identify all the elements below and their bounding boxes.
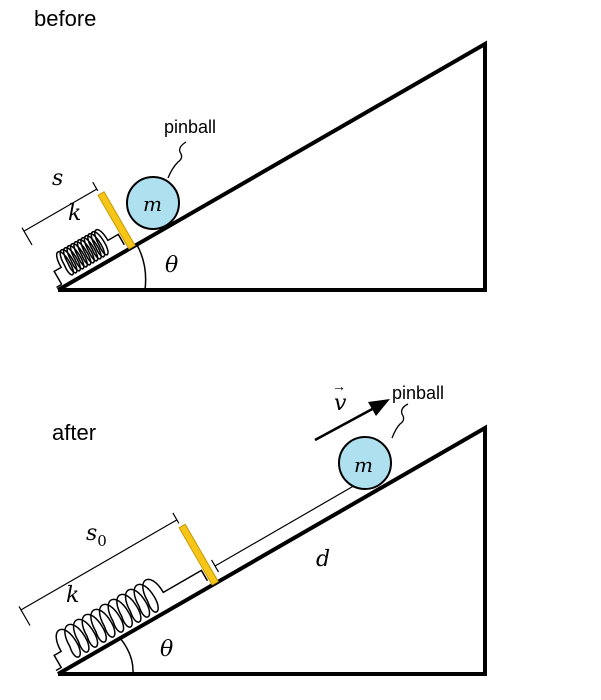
after-angle-arc bbox=[119, 637, 134, 675]
after-ramp bbox=[57, 424, 487, 676]
after-heading: after bbox=[52, 420, 97, 445]
before-angle-arc bbox=[136, 244, 147, 291]
after-distance-label: d bbox=[316, 547, 330, 572]
before-angle-label: θ bbox=[165, 253, 178, 278]
before-spring bbox=[21, 181, 136, 289]
before-pinball-label: pinball bbox=[164, 117, 216, 137]
before-panel: θ s k m pinball bbox=[21, 40, 487, 292]
after-velocity-arrow-symbol: → bbox=[332, 378, 346, 394]
after-mass-label: m bbox=[354, 453, 373, 477]
before-ramp bbox=[57, 40, 487, 292]
before-ball bbox=[126, 176, 180, 230]
after-length-label: s0 bbox=[86, 521, 107, 550]
after-velocity-arrow bbox=[314, 405, 377, 442]
before-mass-label: m bbox=[143, 192, 162, 216]
after-spring bbox=[18, 461, 389, 672]
after-ball bbox=[338, 436, 392, 490]
after-velocity-arrowhead bbox=[368, 399, 390, 416]
before-pinball-pointer bbox=[167, 141, 187, 179]
before-heading: before bbox=[34, 6, 97, 31]
after-pinball-pointer bbox=[391, 403, 409, 439]
before-compression-label: s bbox=[52, 166, 63, 191]
after-angle-label: θ bbox=[160, 637, 173, 662]
after-plunger bbox=[178, 523, 219, 586]
after-panel: θ s0 k d m → v pinball bbox=[18, 378, 487, 676]
after-velocity-label: v bbox=[334, 391, 347, 416]
before-plunger bbox=[97, 191, 136, 250]
after-pinball-label: pinball bbox=[392, 383, 444, 403]
after-spring-constant-label: k bbox=[66, 583, 79, 608]
before-spring-constant-label: k bbox=[68, 201, 81, 226]
